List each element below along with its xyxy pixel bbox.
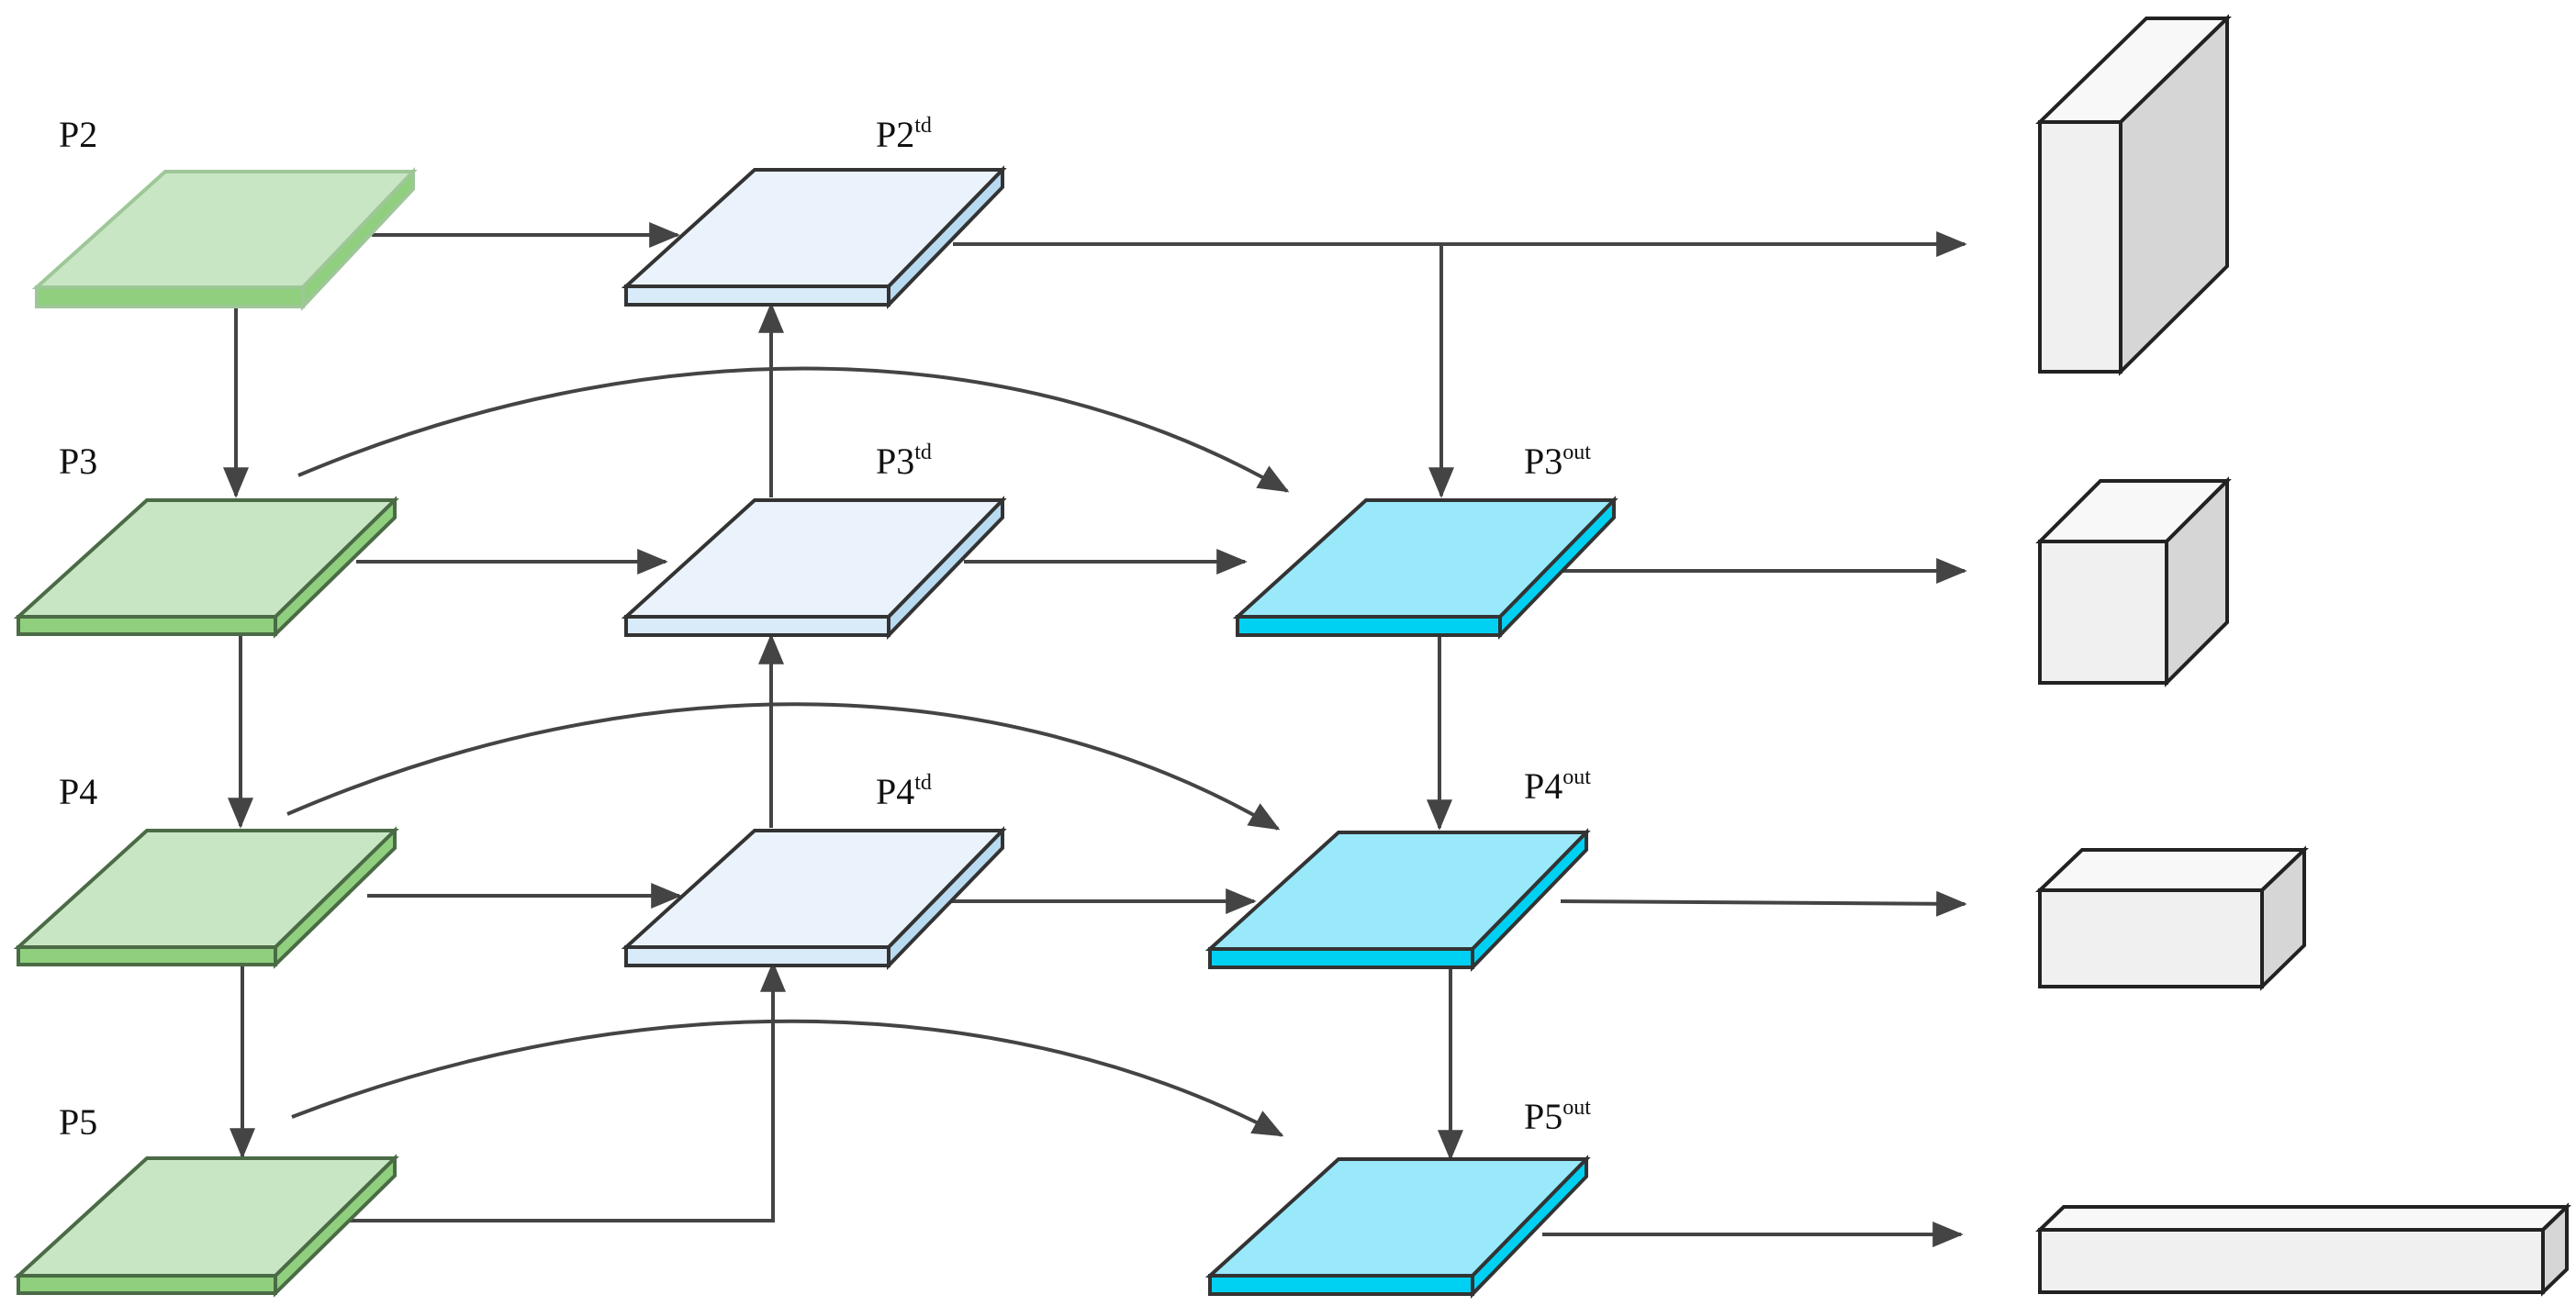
td-slab-p4: [621, 826, 1007, 970]
input-slab-p2: [31, 167, 418, 312]
td-slab-p3: [621, 496, 1007, 640]
label-p4out: P4out: [1524, 765, 1591, 807]
out-slab-p5: [1204, 1155, 1591, 1299]
skip-arrow-p4-to-p4out: [286, 702, 1281, 831]
input-slab-p4: [13, 826, 399, 969]
label-p4: P4: [59, 771, 97, 812]
label-p2td: P2td: [876, 114, 932, 155]
output-box-1: [2035, 14, 2232, 376]
output-box-2: [2035, 476, 2232, 687]
arrow-p5-to-p4td: [349, 961, 786, 1222]
output-box-4: [2035, 1202, 2571, 1297]
skip-arrow-p5-to-p5out: [291, 1019, 1284, 1137]
out-slab-p4: [1204, 828, 1591, 972]
connections: [223, 222, 1967, 1247]
label-p3out: P3out: [1524, 441, 1591, 482]
label-p3: P3: [59, 441, 97, 482]
input-slab-p5: [13, 1154, 399, 1298]
input-slab-p3: [13, 496, 399, 639]
label-p5out: P5out: [1524, 1096, 1591, 1137]
label-p2: P2: [59, 114, 97, 155]
label-p4td: P4td: [876, 771, 932, 812]
label-p3td: P3td: [876, 441, 932, 482]
output-box-3: [2035, 845, 2309, 991]
skip-arrow-p3-to-p3out: [297, 366, 1290, 493]
label-p5: P5: [59, 1101, 97, 1143]
out-slab-p3: [1232, 496, 1618, 640]
arrow-p4out-to-output-3: [1560, 890, 1967, 917]
td-slab-p2: [621, 165, 1007, 309]
